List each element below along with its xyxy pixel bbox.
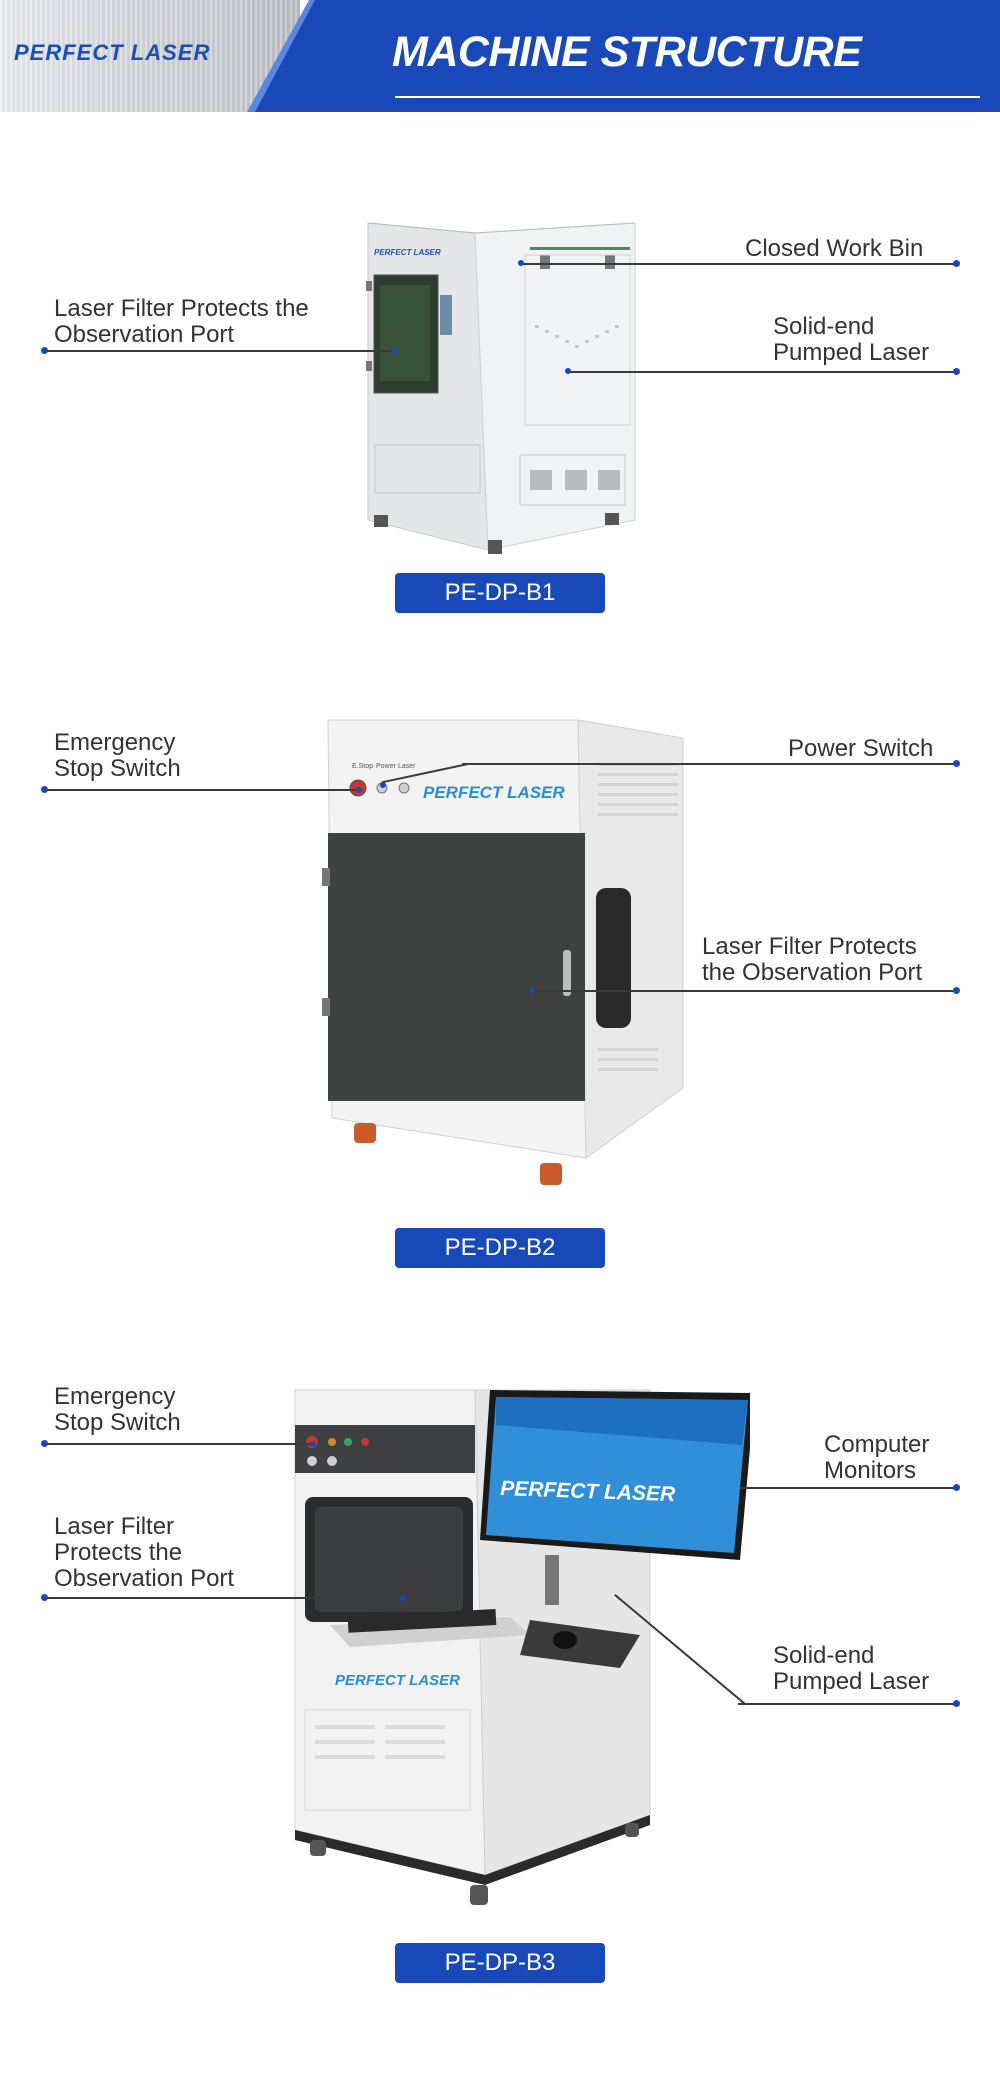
machine-b1-logo: PERFECT LASER	[374, 248, 441, 257]
header-banner: PERFECT LASER MACHINE STRUCTURE	[0, 0, 1000, 112]
callout-b2-estop-dot	[41, 786, 48, 793]
callout-b2-filter-leader	[532, 990, 956, 992]
callout-b3-monitor-line2: Monitors	[824, 1457, 917, 1484]
machine-b2-image: E.Stop Power Laser PERFECT LASER	[322, 719, 684, 1185]
callout-b3-estop-dot	[41, 1440, 48, 1447]
callout-b3-filter-label: Laser Filter Protects the Observation Po…	[54, 1514, 234, 1592]
callout-b1-laser-line2: Pumped Laser	[773, 339, 930, 366]
callout-b3-estop-leader	[44, 1443, 314, 1445]
callout-b1-work-bin-pointer	[518, 260, 524, 266]
callout-b3-laser-dot	[953, 1700, 960, 1707]
callout-b1-filter-line1: Laser Filter Protects the	[54, 295, 309, 322]
callout-b1-laser-leader	[568, 371, 956, 373]
callout-b1-laser-line1: Solid-end	[773, 313, 875, 340]
brand-logo: PERFECT LASER	[14, 40, 211, 65]
callout-b3-laser-line2: Pumped Laser	[773, 1668, 930, 1695]
model-badge-b2: PE-DP-B2	[395, 1228, 605, 1268]
callout-b1-laser-dot	[953, 368, 960, 375]
callout-b3-laser-leader	[738, 1703, 956, 1705]
callout-b1-work-bin-label: Closed Work Bin	[745, 235, 924, 262]
callout-b3-filter-line1: Laser Filter	[54, 1513, 175, 1540]
callout-b2-power-label: Power Switch	[788, 735, 934, 762]
callout-b2-estop-line1: Emergency	[54, 729, 176, 756]
machine-b3-logo: PERFECT LASER	[335, 1672, 460, 1689]
callout-b3-monitor-line1: Computer	[824, 1431, 930, 1458]
callout-b2-filter-label: Laser Filter Protects the Observation Po…	[702, 934, 922, 986]
callout-b3-laser-label: Solid-end Pumped Laser	[773, 1643, 929, 1695]
callout-b3-estop-line2: Stop Switch	[54, 1409, 181, 1436]
page-title: MACHINE STRUCTURE	[392, 28, 862, 76]
callout-b2-estop-label: Emergency Stop Switch	[54, 730, 181, 782]
header-silver-panel	[0, 0, 300, 112]
callout-b2-estop-leader	[44, 789, 360, 791]
callout-b1-work-bin-leader	[520, 263, 956, 265]
callout-b3-laser-line1: Solid-end	[773, 1642, 875, 1669]
callout-b2-power-pointer	[380, 782, 386, 788]
callout-b1-filter-line2: Observation Port	[54, 321, 235, 348]
callout-b2-estop-line2: Stop Switch	[54, 755, 181, 782]
callout-b2-power-dot	[953, 760, 960, 767]
callout-b2-filter-line1: Laser Filter Protects	[702, 933, 917, 960]
callout-b1-laser-label: Solid-end Pumped Laser	[773, 314, 929, 366]
callout-b3-filter-leader	[44, 1597, 404, 1599]
callout-b3-filter-dot	[41, 1594, 48, 1601]
callout-b3-filter-pointer	[400, 1595, 406, 1601]
header-blue-panel	[255, 0, 1000, 112]
callout-b3-estop-line1: Emergency	[54, 1383, 176, 1410]
machine-b1-image: PERFECT LASER	[366, 222, 636, 554]
panel-label-power: Power	[376, 763, 397, 770]
machine-b3-image: PERFECT LASER PERFECT LASER	[294, 1389, 750, 1905]
callout-b2-filter-pointer	[529, 987, 535, 993]
callout-b3-monitor-dot	[953, 1484, 960, 1491]
callout-b3-estop-label: Emergency Stop Switch	[54, 1384, 181, 1436]
callout-b1-filter-leader	[44, 350, 394, 352]
callout-b1-laser-pointer	[565, 368, 571, 374]
callout-b3-filter-line3: Observation Port	[54, 1565, 235, 1592]
machine-b2-logo: PERFECT LASER	[423, 783, 565, 802]
callout-b2-power-leader	[462, 763, 956, 765]
panel-label-laser: Laser	[398, 763, 416, 770]
callout-b2-filter-dot	[953, 987, 960, 994]
model-badge-b1: PE-DP-B1	[395, 573, 605, 613]
callout-b2-filter-line2: the Observation Port	[702, 959, 923, 986]
header-underline	[395, 96, 980, 98]
callout-b3-monitor-leader	[740, 1487, 956, 1489]
callout-b1-filter-pointer	[391, 348, 397, 354]
callout-b3-estop-pointer	[310, 1441, 316, 1447]
callout-b2-estop-pointer	[356, 787, 362, 793]
panel-label-estop: E.Stop	[352, 763, 373, 770]
callout-b3-monitor-label: Computer Monitors	[824, 1432, 929, 1484]
callout-b1-filter-dot	[41, 347, 48, 354]
callout-b3-filter-line2: Protects the	[54, 1539, 183, 1566]
callout-b1-work-bin-dot	[953, 260, 960, 267]
callout-b1-filter-label: Laser Filter Protects the Observation Po…	[54, 296, 309, 348]
model-badge-b3: PE-DP-B3	[395, 1943, 605, 1983]
